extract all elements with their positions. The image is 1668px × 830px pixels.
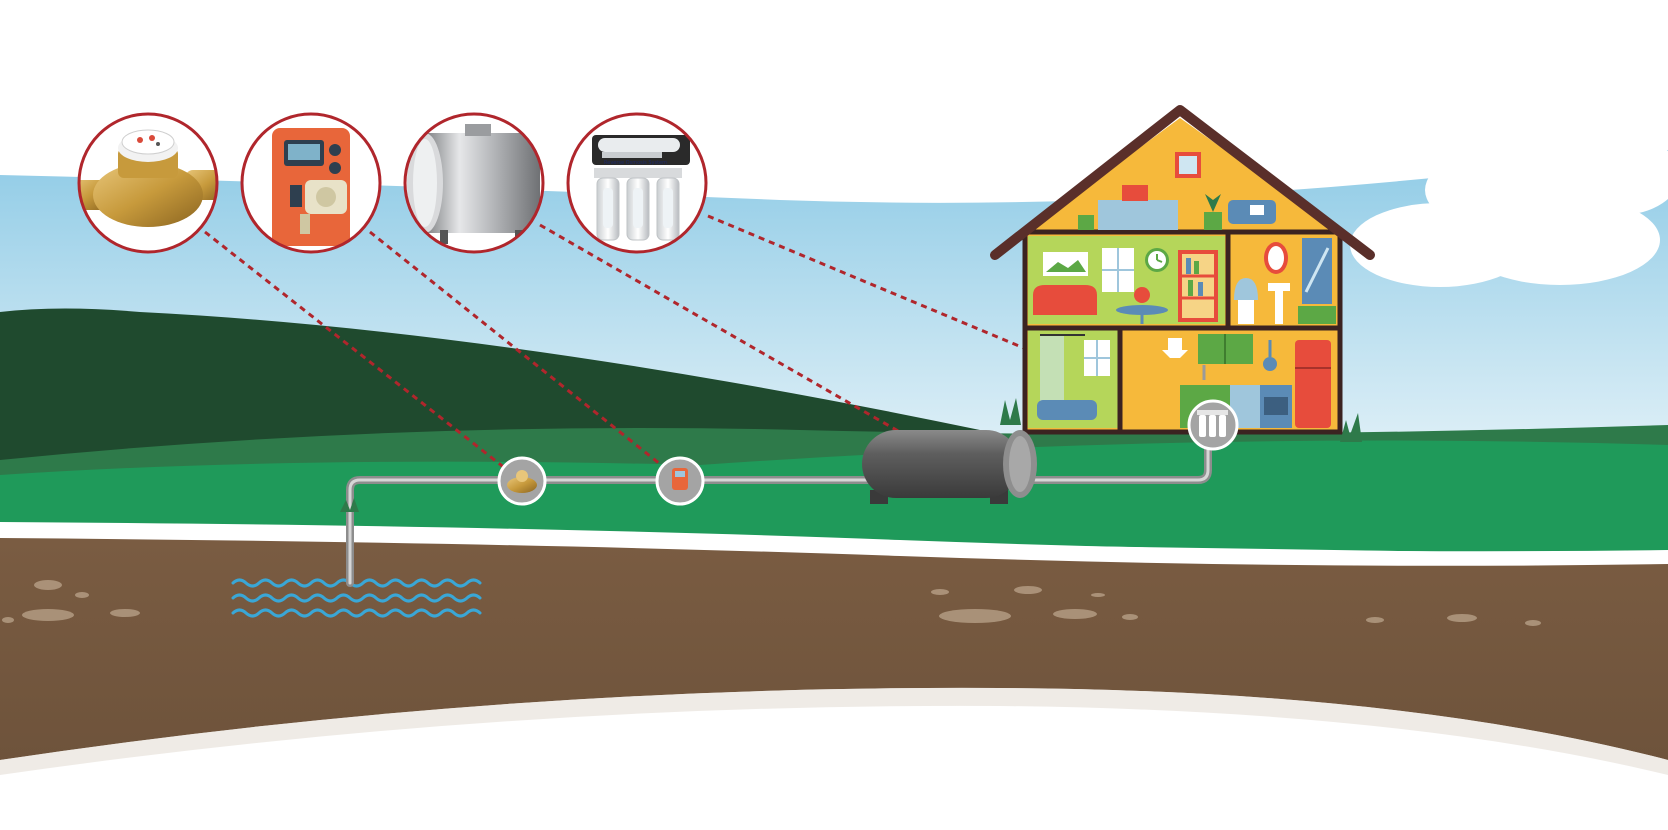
aquifer-water — [231, 578, 482, 618]
soil-shadow — [0, 687, 1668, 775]
callout-storage-tank[interactable] — [403, 112, 545, 254]
grass — [0, 440, 1668, 555]
house — [990, 105, 1375, 442]
soil — [0, 538, 1668, 760]
callout-water-meter[interactable] — [70, 112, 225, 254]
water-meter-marker[interactable] — [497, 456, 547, 506]
callout-ro-filter[interactable]: Reverse Osmosis System — [566, 112, 708, 254]
callout-dosing-pump[interactable] — [240, 112, 382, 254]
grass-tuft-well — [340, 498, 359, 512]
ro-unit-label: Reverse Osmosis System — [604, 160, 667, 166]
water-meter-icon — [79, 129, 217, 227]
ro-filter-icon — [1197, 410, 1228, 437]
ro-filter-marker[interactable] — [1187, 399, 1239, 451]
pipeline — [346, 441, 1212, 587]
soil-pebbles — [2, 580, 1541, 626]
storage-tank — [862, 430, 1037, 504]
dosing-pump-marker[interactable] — [655, 456, 705, 506]
cloud — [1350, 135, 1668, 287]
storage-tank-icon — [407, 124, 540, 244]
ro-filter-icon: Reverse Osmosis System — [592, 135, 690, 241]
roof — [990, 105, 1375, 260]
ground-divider — [0, 522, 1668, 567]
dosing-pump-icon — [272, 128, 350, 246]
water-meter-icon — [507, 477, 537, 493]
